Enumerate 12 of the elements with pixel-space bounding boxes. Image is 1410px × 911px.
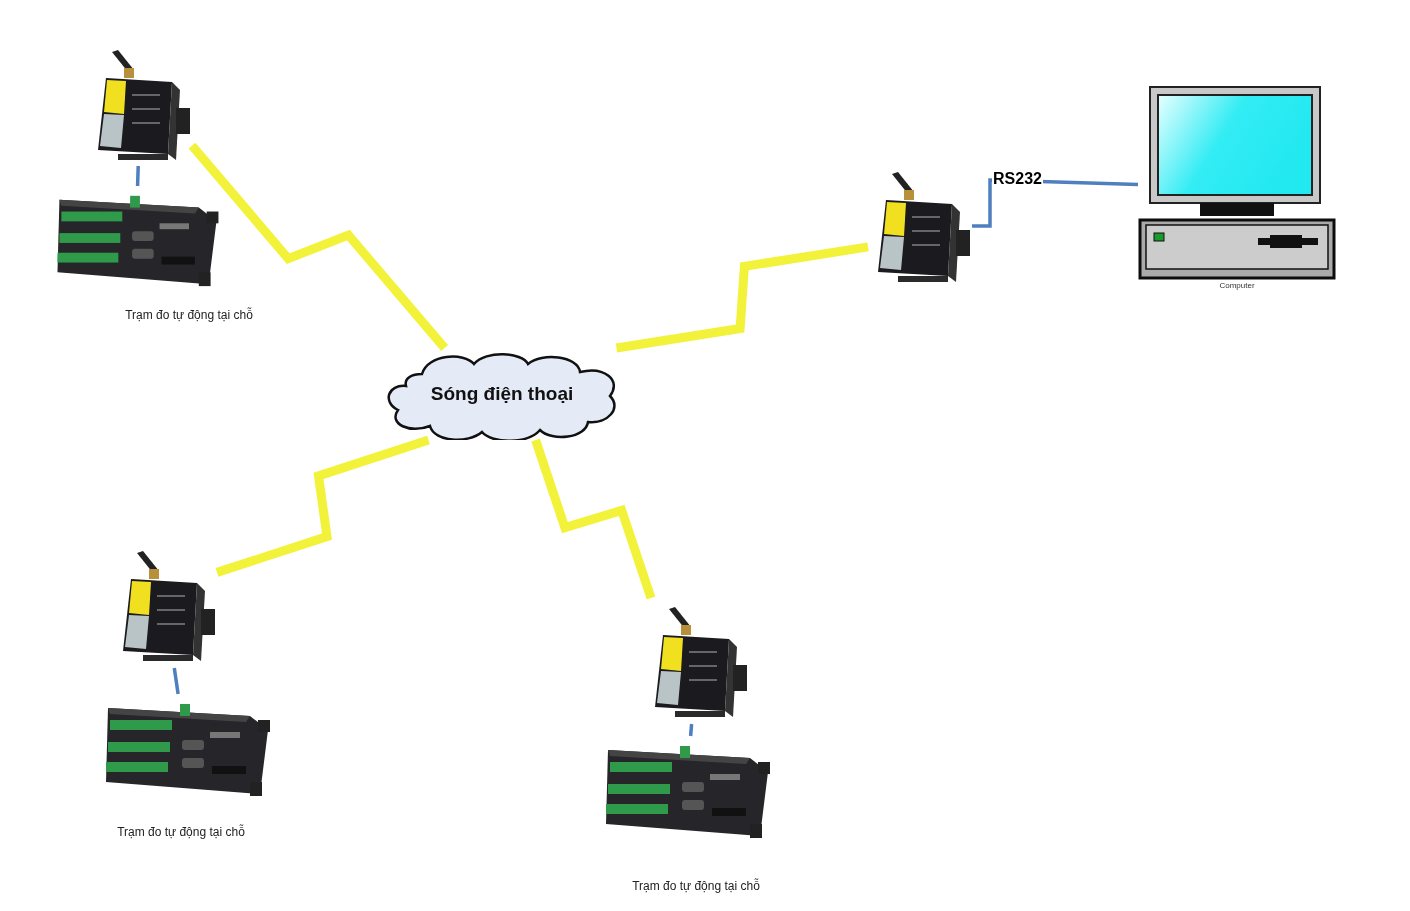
lightning-link <box>615 242 869 353</box>
station-caption: Trạm đo tự động tại chỗ <box>631 879 761 894</box>
lightning-link <box>188 142 449 351</box>
device-caption: Computer <box>1218 281 1256 290</box>
station-caption: Trạm đo tự động tại chỗ <box>124 308 254 323</box>
lightning-link <box>215 435 430 577</box>
cable-line <box>135 165 140 187</box>
cloud-label: Sóng điện thoại <box>430 383 574 405</box>
cable-line <box>688 723 694 737</box>
cable-line <box>172 667 180 695</box>
lightning-link <box>531 438 656 600</box>
station-caption: Trạm đo tự động tại chỗ <box>116 825 246 840</box>
